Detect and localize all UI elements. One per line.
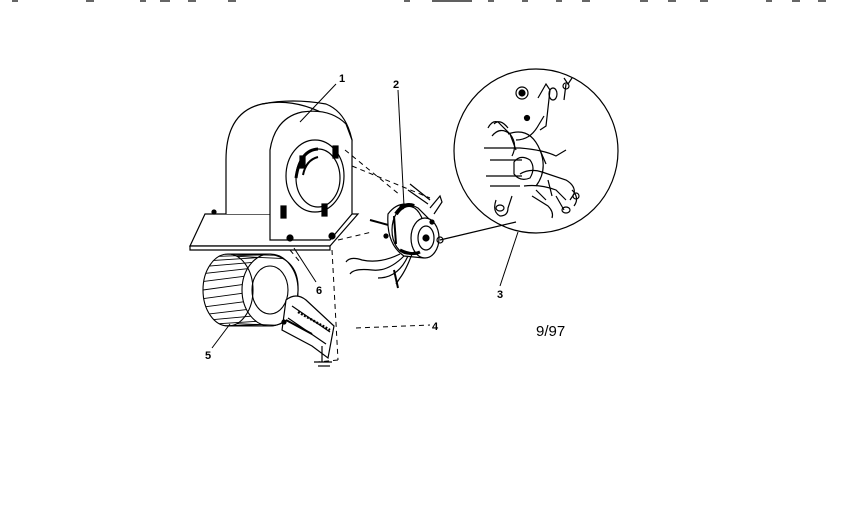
blower-motor [345, 183, 444, 289]
callout-3: 3 [497, 289, 503, 301]
callout-1: 1 [339, 73, 345, 85]
blade-line [230, 253, 278, 256]
blade-line [209, 309, 247, 315]
blade-line [213, 257, 258, 261]
blade-line [205, 301, 244, 308]
date-code: 9/97 [536, 323, 565, 340]
blade-line [219, 320, 257, 325]
blower-housing [189, 100, 360, 251]
callout-4: 4 [432, 321, 439, 333]
assembly-guide-lines [289, 149, 431, 363]
leader-lines [211, 83, 519, 349]
callout-5: 5 [205, 350, 211, 362]
blade-line [203, 275, 245, 282]
blade-line [224, 324, 263, 327]
callout-6: 6 [316, 285, 322, 297]
blade-line [203, 292, 243, 300]
cutoff-plate [281, 295, 335, 367]
callout-2: 2 [393, 79, 399, 91]
blade-line [209, 261, 253, 267]
blade-line [205, 268, 248, 274]
blade-line [236, 255, 284, 260]
blade-line [202, 284, 243, 291]
blade-line [213, 315, 251, 321]
motor-mount-detail [439, 68, 619, 241]
